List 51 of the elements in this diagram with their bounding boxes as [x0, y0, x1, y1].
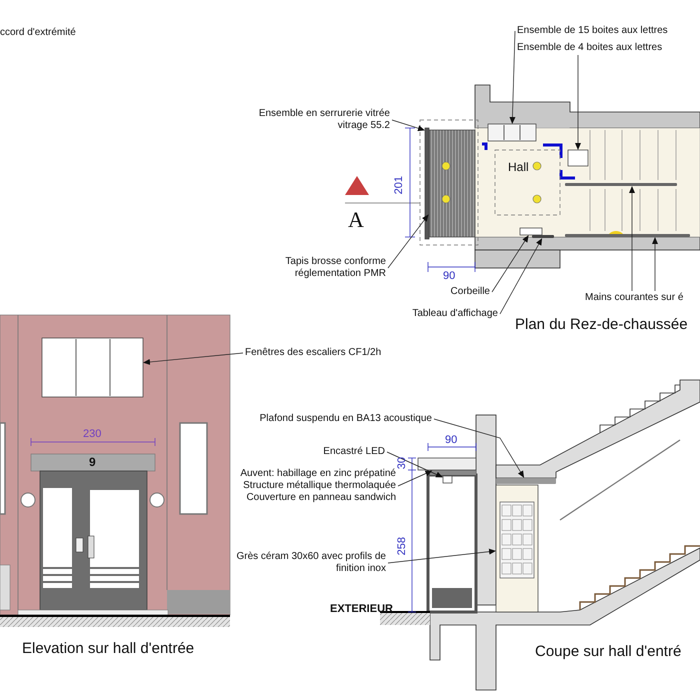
- callout-label: Ensemble en serrurerie vitrée vitrage 55.2: [240, 108, 390, 132]
- notice-board: [532, 235, 554, 238]
- section-marker-letter: A: [348, 208, 364, 232]
- leader-line: [143, 352, 244, 365]
- handrail: [565, 183, 677, 186]
- recessed-light: [442, 476, 452, 484]
- window: [42, 338, 144, 398]
- callout-label: Tapis brosse conforme réglementation PMR: [236, 256, 386, 280]
- mailbox-unit: [568, 150, 588, 166]
- suspended-ceiling: [496, 478, 556, 484]
- leader-line: [388, 548, 496, 564]
- dimension-label: 258: [396, 537, 409, 556]
- callout-label: Auvent: habillage en zinc prépatiné Structure métallique thermolaquée Couverture en panneau sandwich: [221, 468, 396, 504]
- callout-label: Encastré LED: [323, 446, 385, 458]
- callout-label: Mains courantes sur é: [585, 292, 684, 304]
- leader-line: [392, 120, 425, 132]
- callout-label: Corbeille: [450, 286, 490, 298]
- callout-label: Plafond suspendu en BA13 acoustique: [260, 413, 432, 425]
- room-label: Hall: [508, 160, 529, 174]
- dimension-label: 201: [393, 176, 406, 194]
- tiled-wall: [496, 484, 538, 612]
- mailbox-unit: [488, 124, 536, 142]
- callout-label: Ensemble de 15 boites aux lettres: [517, 25, 668, 37]
- callout-label: Fenêtres des escaliers CF1/2h: [245, 347, 382, 359]
- dimension-label: 90: [443, 270, 456, 283]
- leader-line: [386, 452, 443, 478]
- callout-label: Tableau d'affichage: [412, 308, 498, 320]
- leader-line: [434, 418, 524, 478]
- house-number: 9: [89, 455, 96, 469]
- leader-line: [398, 470, 432, 486]
- view-title: Elevation sur hall d'entrée: [22, 640, 194, 657]
- leader-line: [629, 186, 635, 292]
- leader-line: [492, 235, 529, 292]
- note-text: ccord d'extrémité: [0, 27, 76, 39]
- leader-line: [575, 54, 581, 150]
- handrail: [565, 234, 690, 237]
- zone-label: EXTERIEUR: [330, 603, 393, 616]
- dimension-label: 90: [445, 434, 458, 447]
- dimension-label: 230: [83, 428, 102, 441]
- waste-bin: [520, 228, 542, 236]
- leader-line: [388, 214, 429, 268]
- view-title: Coupe sur hall d'entré: [535, 643, 682, 660]
- leader-line: [509, 30, 516, 124]
- view-title: Plan du Rez-de-chaussée: [515, 316, 688, 333]
- leader-line: [652, 237, 658, 292]
- doormat: [428, 130, 476, 238]
- callout-label: Grès céram 30x60 avec profils de finition inox: [236, 551, 386, 575]
- dimension-label: 30: [396, 457, 409, 470]
- callout-label: Ensemble de 4 boites aux lettres: [517, 42, 662, 54]
- canopy: [418, 458, 476, 470]
- leader-line: [500, 238, 542, 314]
